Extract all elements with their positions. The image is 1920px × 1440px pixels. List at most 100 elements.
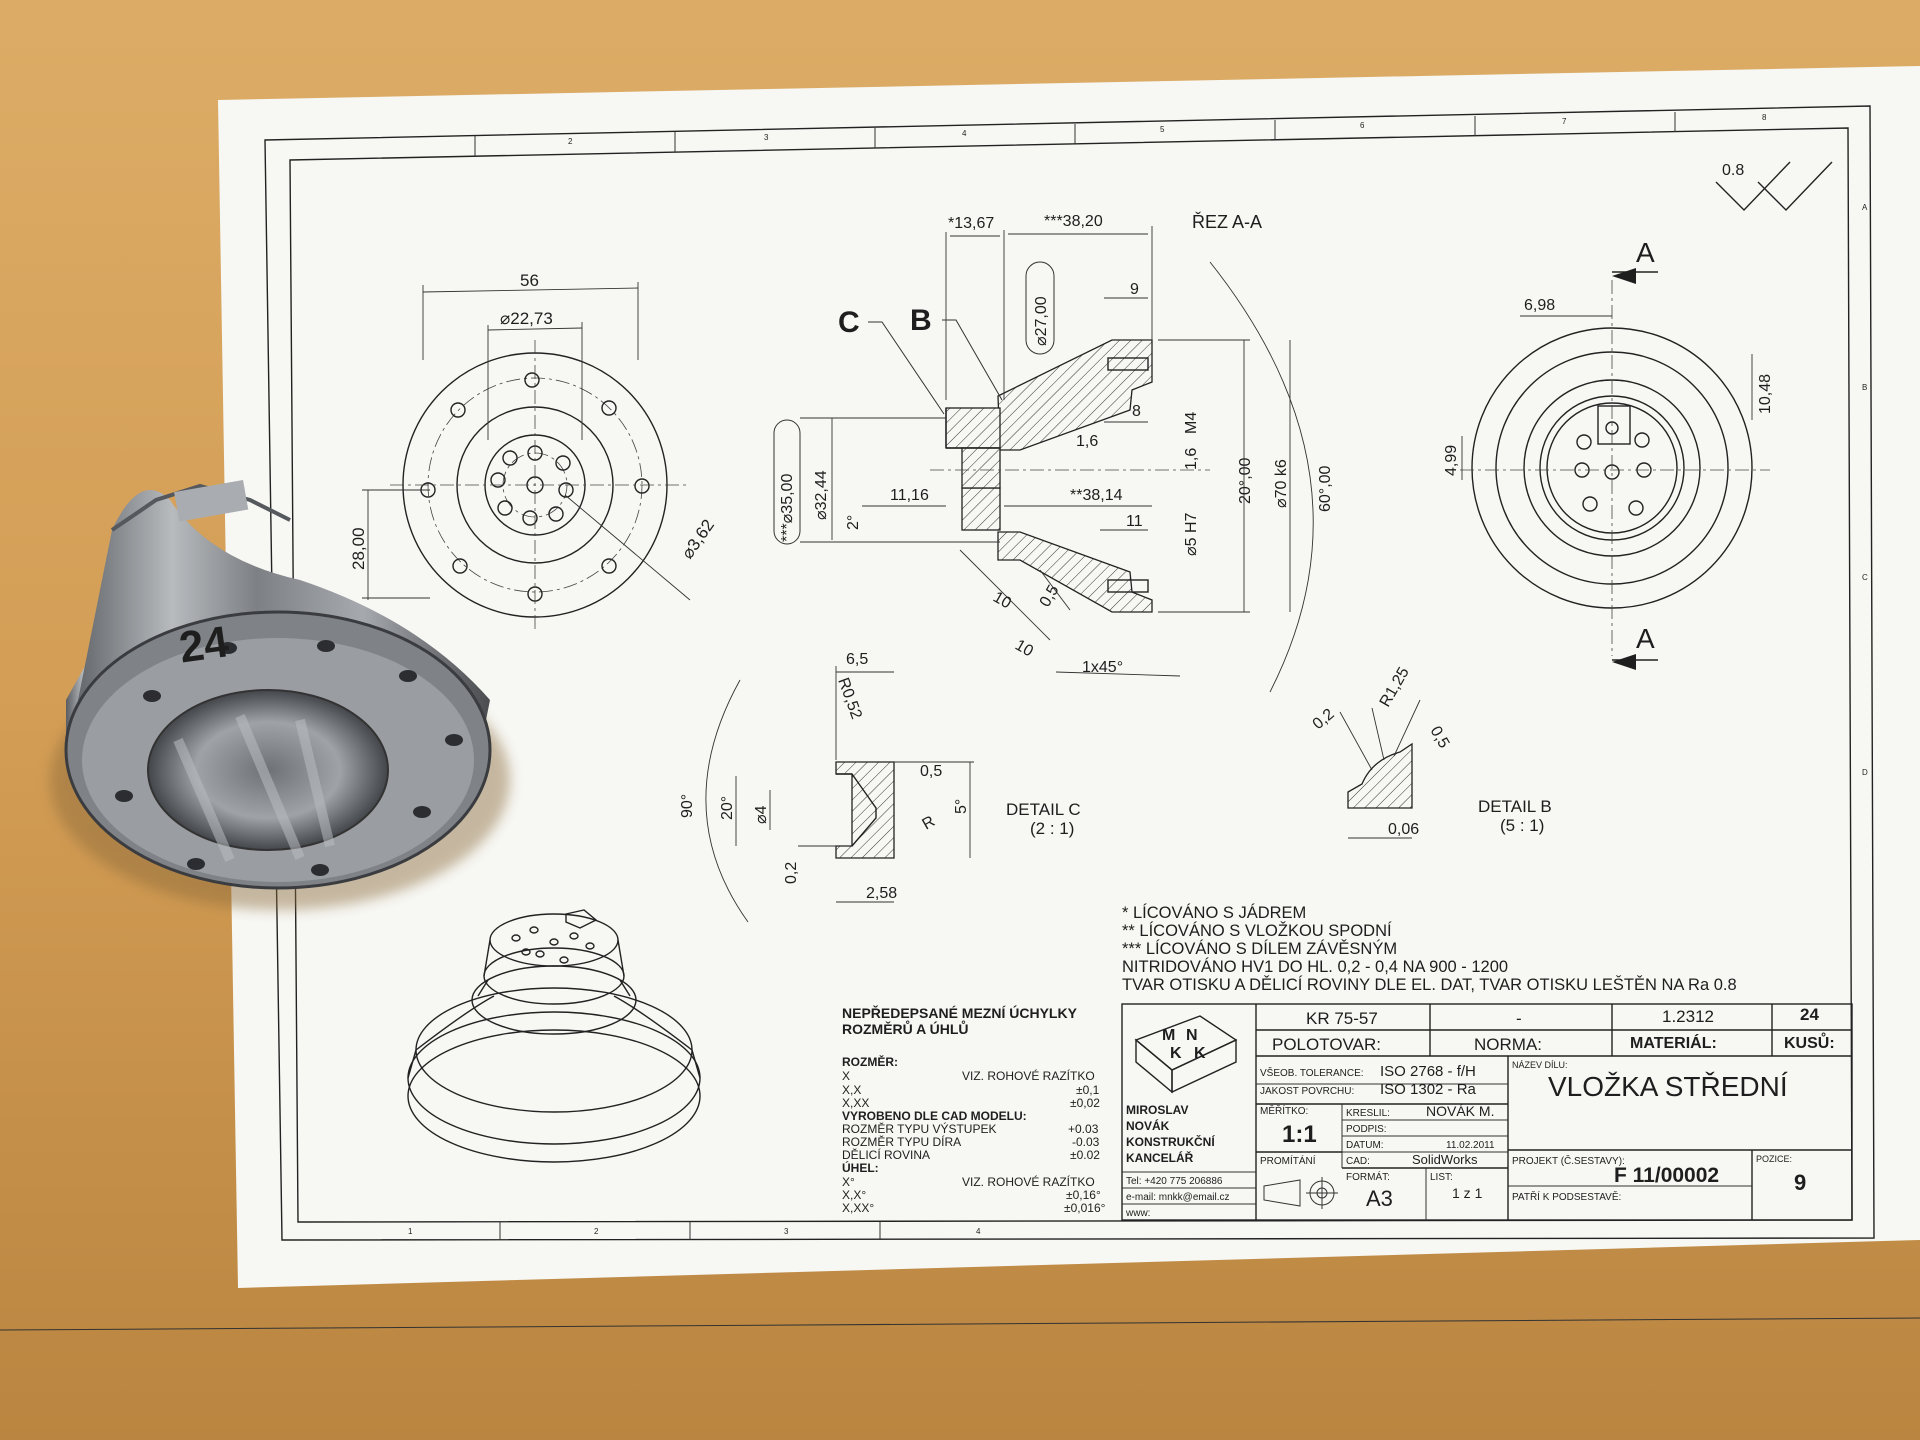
detail-c-dim-02: 0,2: [783, 862, 800, 884]
note-5: TVAR OTISKU A DĚLICÍ ROVINY DLE EL. DAT,…: [1122, 975, 1737, 994]
section-neck-upper: [945, 407, 1001, 449]
zone-top-2: 2: [568, 137, 573, 146]
tol-uhel-3-val: ±0,016°: [1064, 1201, 1106, 1215]
detail-c-dim-05: 0,5: [920, 763, 942, 780]
iso-holes: [511, 926, 595, 964]
tol-cad-2-key: ROZMĚR TYPU DÍRA: [842, 1134, 961, 1149]
detail-c-dim-258: 2,58: [866, 885, 897, 902]
company-line-2: NOVÁK: [1126, 1118, 1170, 1133]
part-bolt-holes: [115, 640, 463, 876]
surface-finish-value: 0.8: [1722, 162, 1744, 179]
view-label-a-bottom: A: [1636, 623, 1655, 654]
tb-datum-label: DATUM:: [1346, 1140, 1384, 1151]
section-label-c: C: [838, 306, 860, 339]
dim-499: 4,99: [1443, 445, 1460, 476]
detail-b-scale: (5 : 1): [1500, 816, 1544, 835]
tol-row-3-key: X,XX: [842, 1096, 869, 1110]
tb-surf-label: JAKOST POVRCHU:: [1260, 1086, 1354, 1097]
section-upper-body: [997, 339, 1153, 451]
logo-letter-k2: K: [1194, 1045, 1206, 1062]
zone-top-3: 3: [764, 133, 769, 142]
dim-10a: 10: [990, 589, 1014, 613]
zone-top-8: 8: [1762, 113, 1767, 122]
note-2: ** LÍCOVÁNO S VLOŽKOU SPODNÍ: [1122, 921, 1392, 940]
tol-cad-label: VYROBENO DLE CAD MODELU:: [842, 1109, 1027, 1123]
dim-d70k6: ⌀70 k6: [1273, 459, 1290, 508]
tb-surf-value: ISO 1302 - Ra: [1380, 1081, 1477, 1098]
tb-cad-label: CAD:: [1346, 1156, 1370, 1167]
tb-promitani-label: PROMÍTÁNÍ: [1260, 1154, 1316, 1167]
zone-top-6: 6: [1360, 121, 1365, 130]
dim-2800: 28,00: [349, 527, 368, 570]
zone-top-7: 7: [1562, 117, 1567, 126]
tb-patri-label: PATŘÍ K PODSESTAVĚ:: [1512, 1190, 1621, 1203]
dim-d3500: ***⌀35,00: [779, 474, 796, 542]
dim-1-6b: 1,6: [1183, 448, 1200, 470]
tol-uhel-1-key: X°: [842, 1175, 855, 1189]
frame-zone-letters-side: A B C D: [1862, 203, 1868, 777]
detail-c-dim-d4: ⌀4: [753, 805, 770, 824]
tol-rozmer-label: ROZMĚR:: [842, 1054, 898, 1069]
view-label-a-top: A: [1636, 237, 1655, 268]
tb-part-name: VLOŽKA STŘEDNÍ: [1548, 1071, 1788, 1102]
dim-10b: 10: [1012, 637, 1036, 661]
tb-kreslil-label: KRESLIL:: [1346, 1108, 1390, 1119]
tb-tol-label: VŠEOB. TOLERANCE:: [1260, 1066, 1364, 1079]
tb-project: F 11/00002: [1614, 1164, 1719, 1187]
company-tel: Tel: +420 775 206886: [1126, 1176, 1223, 1187]
tol-row-3-val: ±0,02: [1070, 1096, 1100, 1110]
tol-cad-2-val: -0.03: [1072, 1135, 1100, 1149]
note-1: * LÍCOVÁNO S JÁDREM: [1122, 903, 1306, 922]
zone-bottom-3: 3: [784, 1227, 789, 1236]
core-pin-holes: [490, 445, 574, 526]
title-block: KR 75-57 - 1.2312 24 POLOTOVAR: NORMA: M…: [1121, 1003, 1853, 1221]
dim-56: 56: [520, 271, 539, 290]
tol-uhel-1-val: VIZ. ROHOVÉ RAZÍTKO: [962, 1174, 1095, 1189]
tb-scale: 1:1: [1282, 1121, 1317, 1148]
tb-datum: 11.02.2011: [1446, 1140, 1495, 1151]
zone-side-b: B: [1862, 383, 1867, 392]
tol-cad-1-val: +0.03: [1068, 1122, 1099, 1136]
tol-uhel-label: ÚHEL:: [842, 1160, 879, 1175]
tb-pozice: 9: [1794, 1170, 1806, 1195]
tb-material-code: 1.2312: [1662, 1007, 1714, 1026]
dim-d2700: ⌀27,00: [1033, 296, 1050, 346]
section-view-a-a: ŘEZ A-A *13,67 ***38,20 ⌀27,00 C B 9 1,6…: [773, 212, 1334, 693]
dim-d3244: ⌀32,44: [813, 470, 830, 520]
tb-cad: SolidWorks: [1412, 1152, 1478, 1167]
tol-row-1-key: X: [842, 1069, 850, 1083]
tol-title-2: ROZMĚRŮ A ÚHLŮ: [842, 1019, 969, 1037]
tol-cad-1-key: ROZMĚR TYPU VÝSTUPEK: [842, 1121, 996, 1136]
dim-1-6a: 1,6: [1076, 433, 1098, 450]
tb-scale-label: MĚŘÍTKO:: [1260, 1104, 1308, 1117]
logo-letter-k1: K: [1170, 1045, 1182, 1062]
tb-name-label: NÁZEV DÍLU:: [1512, 1060, 1568, 1070]
section-label-b: B: [910, 304, 932, 337]
tol-row-2-key: X,X: [842, 1083, 861, 1097]
detail-c-title: DETAIL C: [1006, 800, 1081, 819]
zone-top-5: 5: [1160, 125, 1165, 134]
dim-m4: M4: [1183, 412, 1200, 434]
drawing-sheet: [218, 66, 1920, 1288]
dim-1367: *13,67: [948, 215, 994, 232]
zone-bottom-4: 4: [976, 1227, 981, 1236]
company-line-4: KANCELÁŘ: [1126, 1150, 1194, 1165]
logo-letter-m: M: [1162, 1027, 1175, 1044]
steel-part: 24: [50, 479, 510, 910]
detail-c-dim-5deg: 5°: [953, 799, 970, 814]
detail-c-dim-20: 20°: [719, 796, 736, 820]
tol-cad-3-key: DĚLICÍ ROVINA: [842, 1147, 930, 1162]
projection-symbol-icon: [1263, 1177, 1338, 1209]
company-logo-icon: M N K K: [1134, 1015, 1238, 1094]
detail-c-dim-90: 90°: [679, 794, 696, 818]
tb-format: A3: [1366, 1186, 1393, 1211]
detail-c-dim-65: 6,5: [846, 651, 868, 668]
zone-top-4: 4: [962, 129, 967, 138]
dim-60deg: 60°,00: [1317, 465, 1334, 512]
dim-d2273: ⌀22,73: [500, 309, 553, 328]
note-3: *** LÍCOVÁNO S DÍLEM ZÁVĚSNÝM: [1122, 939, 1397, 958]
frame-zone-numbers-top: 2 3 4 5 6 7 8: [568, 113, 1767, 146]
detail-c-scale: (2 : 1): [1030, 819, 1074, 838]
frame-zone-numbers-bottom: 1 2 3 4: [408, 1227, 981, 1236]
